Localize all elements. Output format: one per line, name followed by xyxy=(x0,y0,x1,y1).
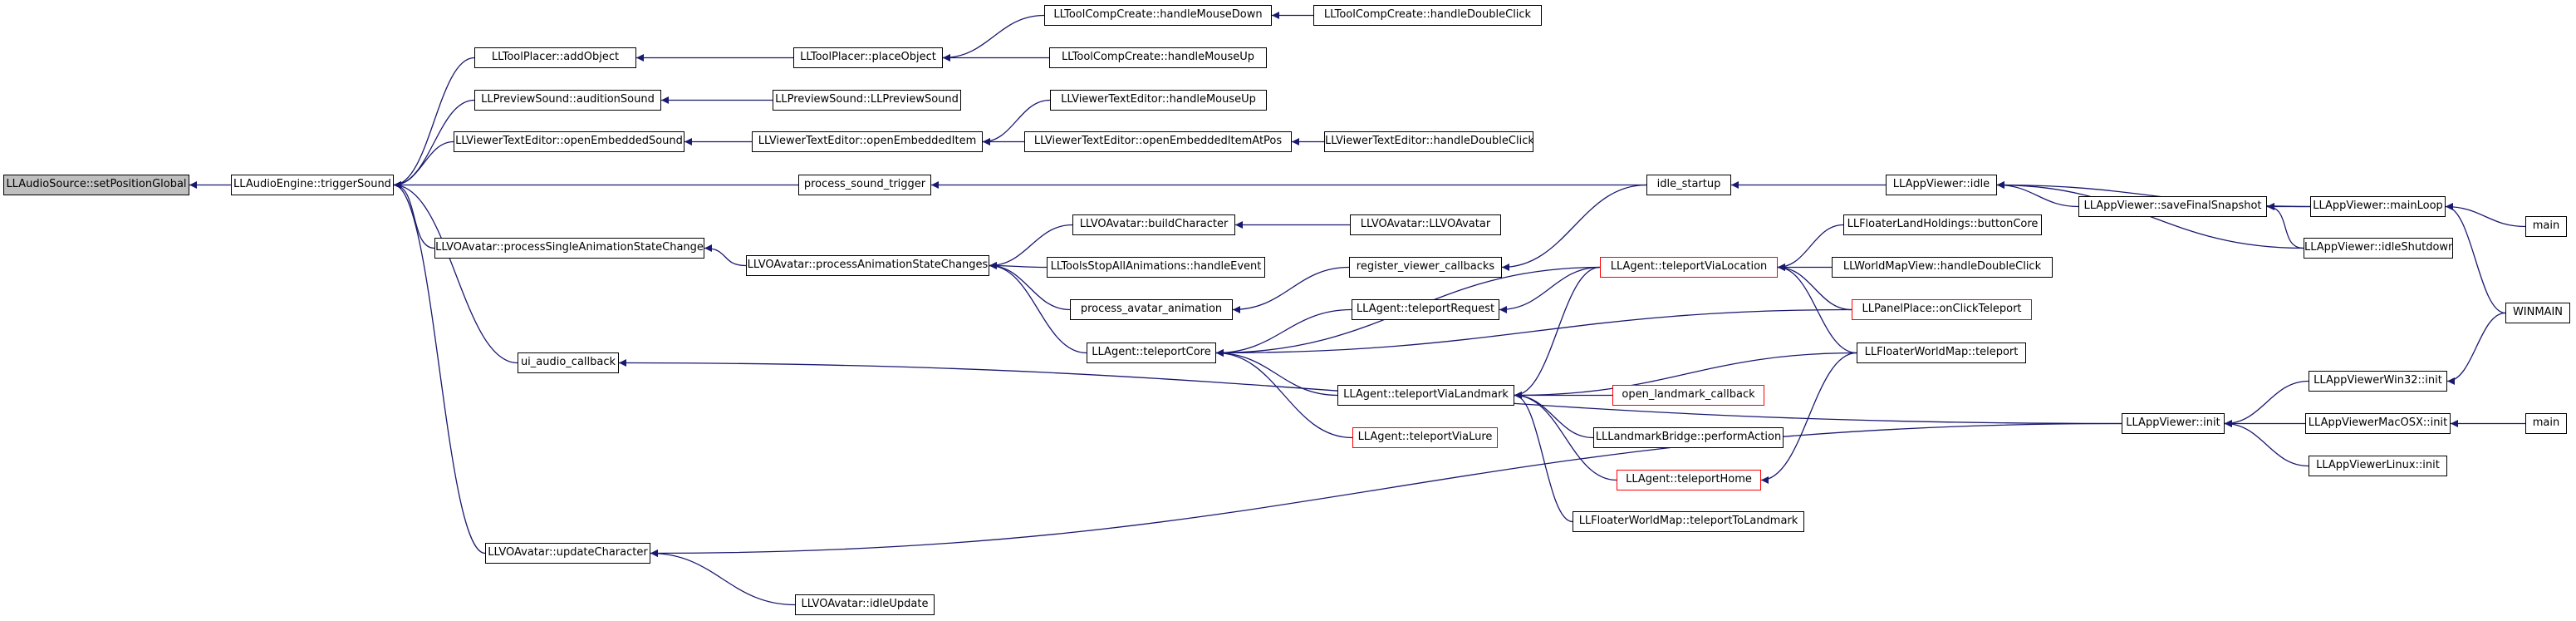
call-edge-n36-n31 xyxy=(1777,224,1844,271)
node-llviewertexteditor-openembeddedsound[interactable]: LLViewerTextEditor::openEmbeddedSound xyxy=(454,131,684,152)
call-edge-n35-n28 xyxy=(1514,392,1573,523)
node-llappviewer-savefinalsnapshot[interactable]: LLAppViewer::saveFinalSnapshot xyxy=(2078,196,2267,217)
node-llviewertexteditor-openembeddeditem[interactable]: LLViewerTextEditor::openEmbeddedItem xyxy=(752,131,983,152)
node-llappviewer-init[interactable]: LLAppViewer::init xyxy=(2122,413,2225,434)
node-llviewertexteditor-openembeddeditematpos[interactable]: LLViewerTextEditor::openEmbeddedItemAtPo… xyxy=(1024,131,1292,152)
node-open-landmark-callback[interactable]: open_landmark_callback xyxy=(1612,385,1764,406)
call-edge-n05-n02 xyxy=(393,140,454,189)
node-llagent-teleportvialure[interactable]: LLAgent::teleportViaLure xyxy=(1352,427,1498,448)
node-llappviewer-mainloop[interactable]: LLAppViewer::mainLoop xyxy=(2310,196,2446,217)
node-llviewertexteditor-handlemouseup[interactable]: LLViewerTextEditor::handleMouseUp xyxy=(1050,90,1267,111)
node-lltoolplacer-addobject[interactable]: LLToolPlacer::addObject xyxy=(474,47,636,68)
node-llfloaterworldmap-teleporttolandmark[interactable]: LLFloaterWorldMap::teleportToLandmark xyxy=(1573,511,1804,532)
node-lltoolcompcreate-handlemousedown[interactable]: LLToolCompCreate::handleMouseDown xyxy=(1044,5,1272,26)
node-lltoolcompcreate-handlemouseup[interactable]: LLToolCompCreate::handleMouseUp xyxy=(1049,47,1267,68)
node-llviewertexteditor-handledoubleclick[interactable]: LLViewerTextEditor::handleDoubleClick xyxy=(1324,131,1533,152)
call-edge-n28-n24 xyxy=(1215,349,1338,397)
call-edge-n47-n42 xyxy=(2224,420,2309,467)
node-llfloaterworldmap-teleport[interactable]: LLFloaterWorldMap::teleport xyxy=(1857,343,2026,363)
call-edge-n39-n31 xyxy=(1777,264,1857,354)
node-llvoavatar-updatecharacter[interactable]: LLVOAvatar::updateCharacter xyxy=(485,543,650,564)
call-edge-n13-n07 xyxy=(704,244,747,267)
node-llvoavatar-buildcharacter[interactable]: LLVOAvatar::buildCharacter xyxy=(1072,214,1235,235)
call-edge-n27-n24 xyxy=(1215,308,1352,357)
node-llappviewerwin32-init[interactable]: LLAppViewerWin32::init xyxy=(2309,371,2447,392)
node-llagent-teleportvialocation[interactable]: LLAgent::teleportViaLocation xyxy=(1600,257,1778,278)
node-process-avatar-animation[interactable]: process_avatar_animation xyxy=(1070,299,1233,320)
node-llagent-teleportvialandmark[interactable]: LLAgent::teleportViaLandmark xyxy=(1337,385,1514,406)
node-register-viewer-callbacks[interactable]: register_viewer_callbacks xyxy=(1349,257,1502,278)
node-lltoolcompcreate-handledoubleclick[interactable]: LLToolCompCreate::handleDoubleClick xyxy=(1313,5,1542,26)
call-edge-n45-n42 xyxy=(2224,380,2309,427)
call-edge-n42-n09 xyxy=(650,422,2122,557)
node-llagent-teleportrequest[interactable]: LLAgent::teleportRequest xyxy=(1352,299,1499,320)
node-llvoavatar-idleupdate[interactable]: LLVOAvatar::idleUpdate xyxy=(795,594,935,615)
node-llappviewer-idle[interactable]: LLAppViewer::idle xyxy=(1886,175,1997,195)
node-lllandmarkbridge-performaction[interactable]: LLLandmarkBridge::performAction xyxy=(1593,427,1784,448)
node-llfloaterlandholdings-buttoncore[interactable]: LLFloaterLandHoldings::buttonCore xyxy=(1843,214,2042,235)
node-llvoavatar-processanimationstatechanges[interactable]: LLVOAvatar::processAnimationStateChanges xyxy=(746,255,989,276)
node-main[interactable]: main xyxy=(2525,216,2567,237)
call-edge-n31-n28 xyxy=(1514,266,1601,399)
call-edge-n39-n34 xyxy=(1760,352,1857,484)
call-edge-n08-n02 xyxy=(393,181,518,364)
call-edge-n15-n10 xyxy=(942,14,1045,62)
call-edge-n41-n40 xyxy=(1996,181,2079,208)
node-winmain[interactable]: WINMAIN xyxy=(2505,303,2570,323)
call-edge-n18-n12 xyxy=(982,99,1051,145)
call-edge-n38-n31 xyxy=(1777,264,1852,311)
call-edge-n09-n02 xyxy=(393,181,486,554)
call-edge-n49-n45 xyxy=(2446,312,2506,385)
node-process-sound-trigger[interactable]: process_sound_trigger xyxy=(798,175,931,195)
node-llpanelplace-onclickteleport[interactable]: LLPanelPlace::onClickTeleport xyxy=(1852,299,2032,320)
node-llaudiosource-setpositionglobal[interactable]: LLAudioSource::setPositionGlobal xyxy=(3,175,189,195)
call-edge-n33-n28 xyxy=(1514,392,1594,439)
node-idle-startup[interactable]: idle_startup xyxy=(1646,175,1731,195)
node-llaudioengine-triggersound[interactable]: LLAudioEngine::triggerSound xyxy=(231,175,394,195)
node-llpreviewsound-llpreviewsound[interactable]: LLPreviewSound::LLPreviewSound xyxy=(773,90,961,111)
node-ui-audio-callback[interactable]: ui_audio_callback xyxy=(518,352,619,373)
node-lltoolsstopallanimations-handleevent[interactable]: LLToolsStopAllAnimations::handleEvent xyxy=(1047,257,1265,278)
call-edge-n49-n43 xyxy=(2445,203,2506,314)
call-edge-n48-n43 xyxy=(2445,203,2526,228)
call-edge-n21-n13 xyxy=(989,224,1073,269)
node-main-macosx[interactable]: main xyxy=(2525,413,2567,434)
node-llworldmapview-handledoubleclick[interactable]: LLWorldMapView::handleDoubleClick xyxy=(1832,257,2053,278)
call-edge-n03-n02 xyxy=(393,57,475,189)
node-lltoolplacer-placeobject[interactable]: LLToolPlacer::placeObject xyxy=(793,47,943,68)
call-edge-n34-n28 xyxy=(1514,392,1617,481)
node-llappviewerlinux-init[interactable]: LLAppViewerLinux::init xyxy=(2309,456,2447,476)
node-llagent-teleporthome[interactable]: LLAgent::teleportHome xyxy=(1617,470,1761,490)
node-llvoavatar-llvoavatar[interactable]: LLVOAvatar::LLVOAvatar xyxy=(1350,214,1501,235)
call-edge-n14-n09 xyxy=(650,550,796,606)
call-edge-n29-n24 xyxy=(1215,349,1353,439)
node-llappviewer-idleshutdown[interactable]: LLAppViewer::idleShutdown xyxy=(2304,238,2453,259)
call-edge-n26-n23 xyxy=(1232,266,1350,313)
node-llappviewermacosx-init[interactable]: LLAppViewerMacOSX::init xyxy=(2305,413,2451,434)
node-llpreviewsound-auditionsound[interactable]: LLPreviewSound::auditionSound xyxy=(474,90,661,111)
call-edge-n44-n41 xyxy=(2266,203,2304,249)
call-edge-n39-n28 xyxy=(1514,352,1857,399)
call-edge-n31-n27 xyxy=(1499,266,1601,313)
node-llvoavatar-processsingleanimationstatechange[interactable]: LLVOAvatar::processSingleAnimationStateC… xyxy=(434,238,704,259)
call-edge-n38-n24 xyxy=(1215,308,1852,357)
node-llagent-teleportcore[interactable]: LLAgent::teleportCore xyxy=(1087,343,1216,363)
call-edge-n30-n26 xyxy=(1501,184,1647,271)
call-edge-n24-n13 xyxy=(989,262,1087,354)
